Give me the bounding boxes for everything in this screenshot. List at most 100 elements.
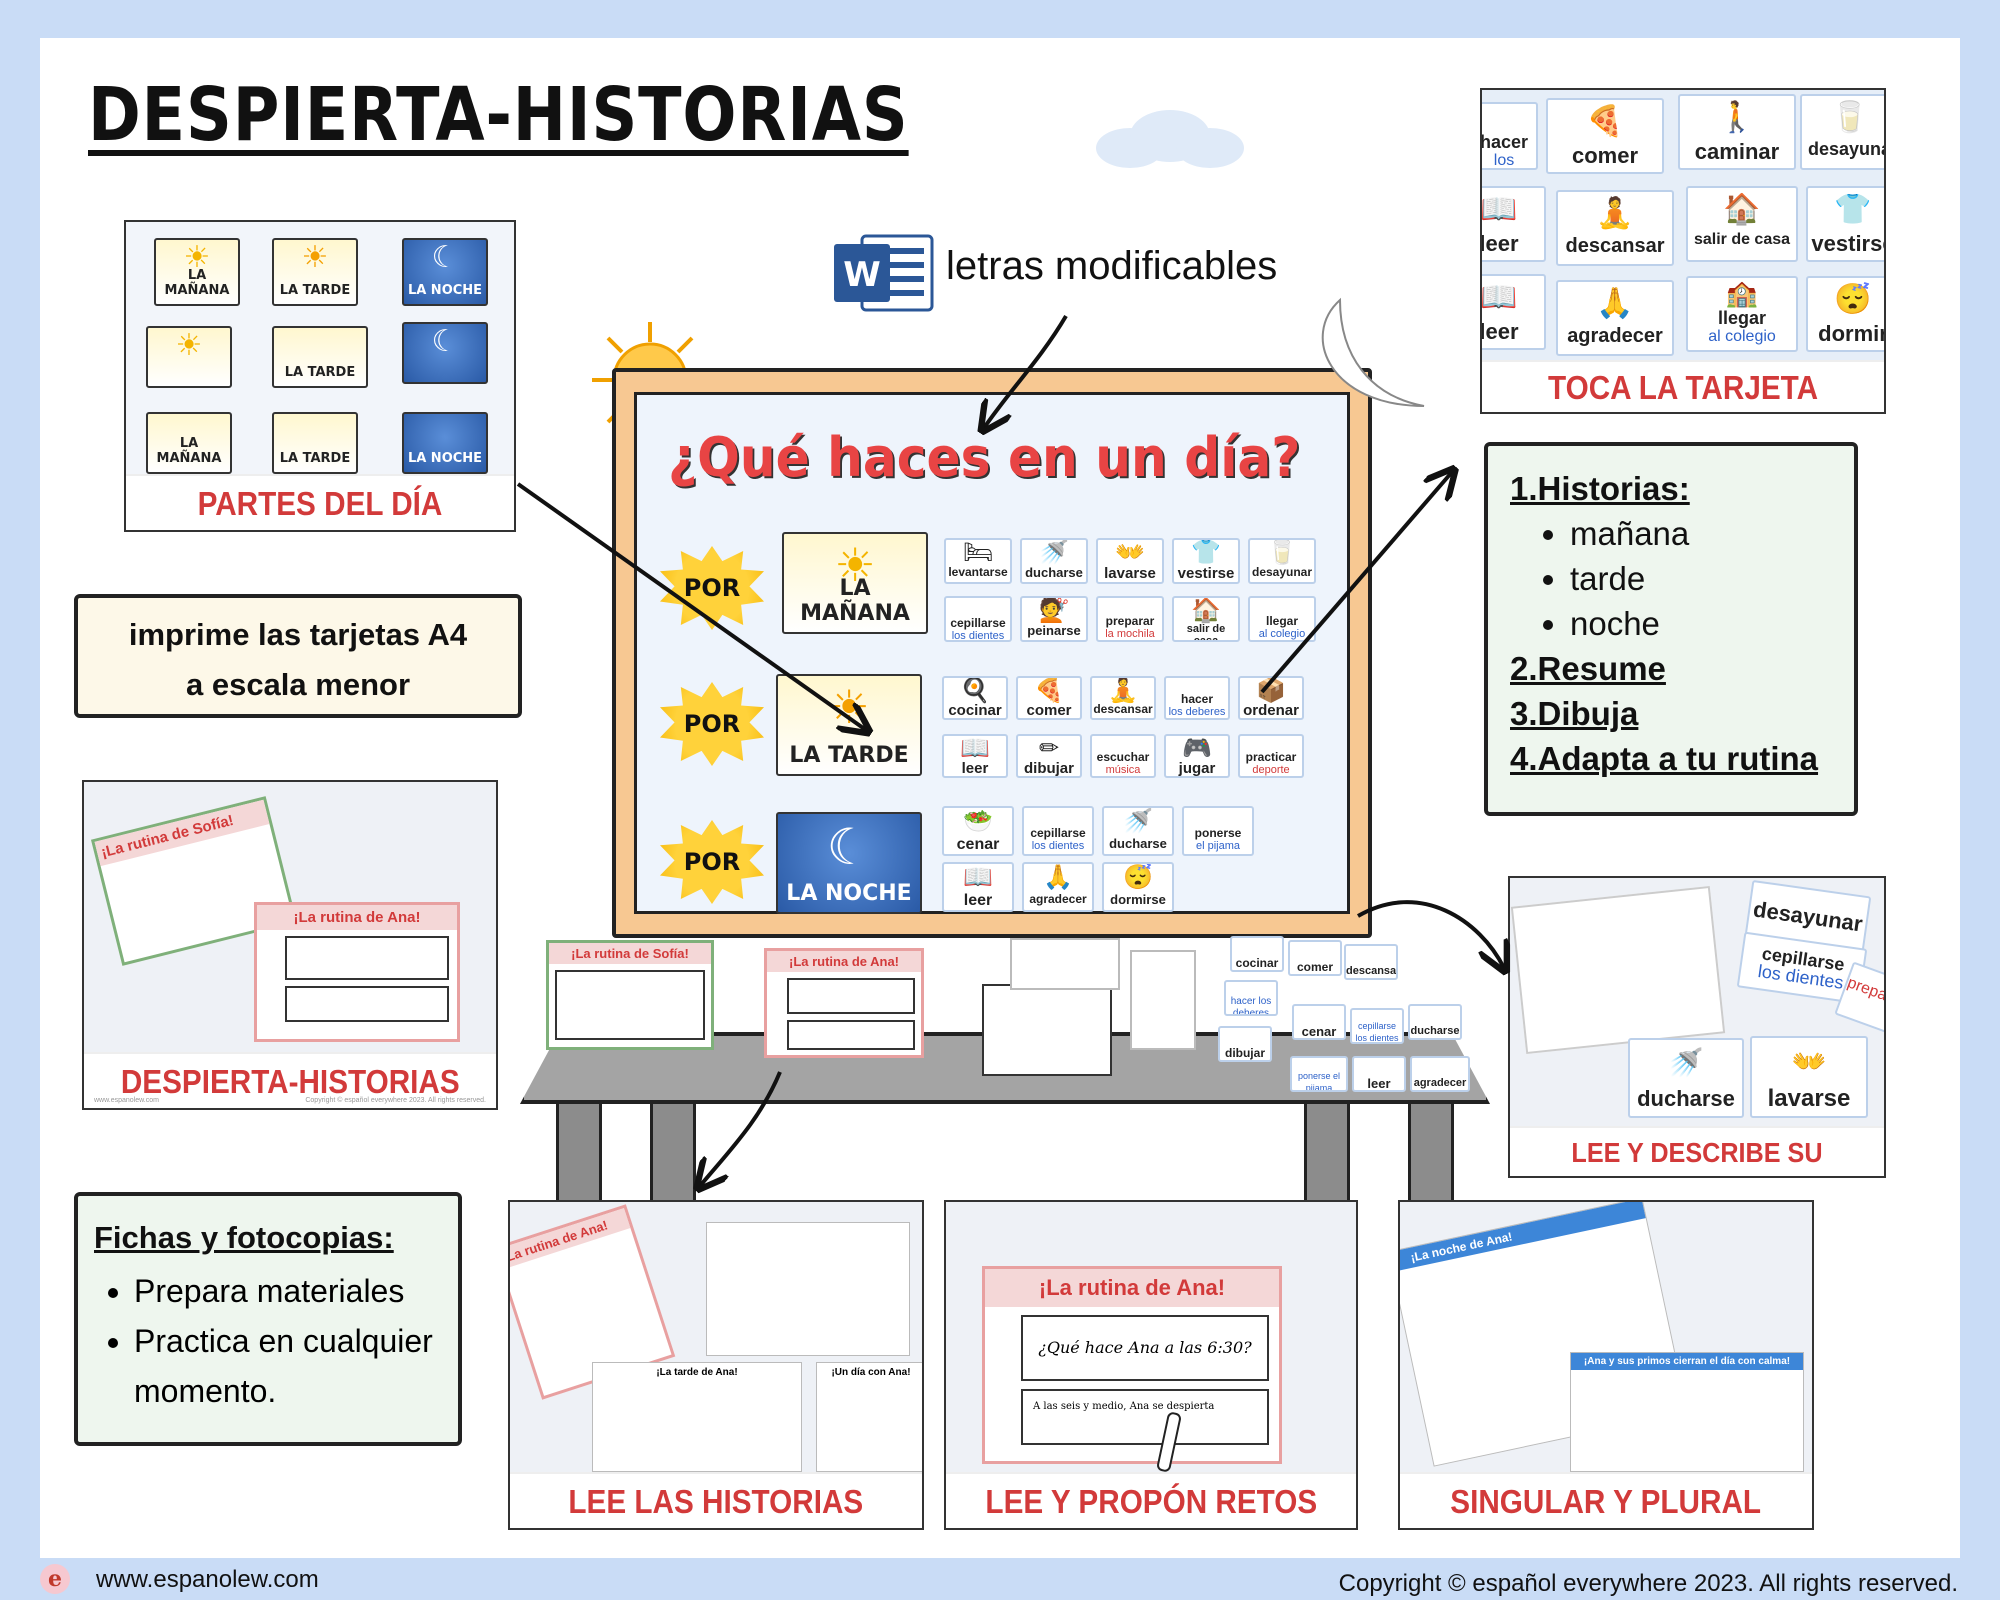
action-card: 🍕comer: [1546, 98, 1664, 174]
action-card: 🙏agradecer: [1556, 280, 1674, 356]
action-card: 👕vestirse: [1172, 538, 1240, 584]
board-part-morning: ☀LA MAÑANA: [782, 532, 928, 634]
print-note: imprime las tarjetas A4 a escala menor: [74, 594, 522, 718]
day-card-afternoon: ☀LA TARDE: [272, 238, 358, 306]
footer-site[interactable]: www.espanolew.com: [96, 1566, 319, 1593]
steps-note: 1.Historias: mañana tarde noche 2.Resume…: [1484, 442, 1858, 816]
table-card: dibujar: [1218, 1026, 1272, 1062]
action-card: 🧘descansar: [1090, 676, 1156, 720]
fichas-list: Prepara materiales Practica en cualquier…: [94, 1266, 442, 1416]
action-card: 💇peinarse: [1020, 596, 1088, 642]
photo-caption: PARTES DEL DÍA: [126, 474, 514, 530]
worksheet-paper: [706, 1222, 910, 1356]
rutina-card-ana: ¡La rutina de Ana! ¿Qué hace Ana a las 6…: [982, 1266, 1282, 1464]
table-card: leer: [1352, 1056, 1406, 1092]
lee-las-historias-photo: ¡La rutina de Ana! ¡La tarde de Ana! ¡Un…: [508, 1200, 924, 1530]
step-1: 1.Historias:: [1510, 470, 1690, 507]
arrow: [984, 314, 1068, 428]
arrow: [516, 482, 866, 730]
day-card-morning: LA MAÑANA: [146, 412, 232, 474]
fichas-heading: Fichas y fotocopias:: [94, 1220, 394, 1255]
step-2: 2.Resume: [1510, 650, 1666, 687]
day-card-afternoon: LA TARDE: [272, 412, 358, 474]
day-card-morning: ☀LA MAÑANA: [154, 238, 240, 306]
photo-caption: SINGULAR Y PLURAL: [1400, 1472, 1812, 1528]
svg-text:W: W: [843, 255, 881, 295]
action-card: 🙏agradecer: [1022, 862, 1094, 912]
table-card: agradecer: [1410, 1056, 1470, 1092]
despierta-historias-photo: ¡La rutina de Sofía! ¡La rutina de Ana! …: [82, 780, 498, 1110]
table-leg: [650, 1104, 696, 1204]
action-card: 📖leer: [942, 734, 1008, 778]
action-card: 🚿ducharse: [1628, 1038, 1744, 1118]
partes-del-dia-photo: ☀LA MAÑANA ☀LA TARDE ☾LA NOCHE ☀ LA TARD…: [124, 220, 516, 532]
action-card: 🥛desayunar: [1800, 94, 1884, 170]
table-sheet-ana: ¡La rutina de Ana!: [764, 948, 924, 1058]
worksheet-paper: ¡Un día con Ana!: [816, 1362, 922, 1472]
day-card-afternoon: LA TARDE: [272, 326, 368, 388]
step-1-item: mañana: [1570, 511, 1832, 556]
table-card: ducharse: [1408, 1004, 1462, 1040]
step-1-list: mañana tarde noche: [1510, 511, 1832, 646]
table-card: cocinar: [1230, 936, 1284, 972]
fichas-note: Fichas y fotocopias: Prepara materiales …: [74, 1192, 462, 1446]
moon-icon: [1300, 296, 1430, 416]
action-card: 🛏levantarse: [944, 538, 1012, 584]
action-card: 👕vestirse: [1806, 186, 1884, 262]
day-card-morning: ☀: [146, 326, 232, 388]
fichas-item: Practica en cualquier momento.: [134, 1316, 442, 1416]
logo-icon: e: [40, 1564, 70, 1594]
day-card-night: LA NOCHE: [402, 412, 488, 474]
action-card: 🏠salir de casa: [1172, 596, 1240, 642]
action-card: 📖leer: [1482, 274, 1546, 350]
table-card: descansar: [1344, 944, 1398, 980]
action-card: 🍕comer: [1016, 676, 1082, 720]
worksheet-paper: [982, 984, 1112, 1076]
footer-copyright: Copyright © español everywhere 2023. All…: [1338, 1570, 1958, 1597]
print-note-line2: a escala menor: [185, 667, 411, 702]
action-card: 🏠salir de casa: [1686, 186, 1798, 262]
photo-caption: TOCA LA TARJETA: [1482, 360, 1884, 412]
cloud-icon: [1090, 108, 1250, 170]
worksheet-paper: ¡Ana y sus primos cierran el día con cal…: [1570, 1352, 1804, 1472]
photo-caption: DESPIERTA-HISTORIAS: [84, 1052, 496, 1108]
table-card: comer: [1288, 940, 1342, 976]
lee-y-propon-retos-photo: ¡La rutina de Ana! ¿Qué hace Ana a las 6…: [944, 1200, 1358, 1530]
table-leg: [556, 1104, 602, 1204]
action-card: ✏dibujar: [1016, 734, 1082, 778]
action-card: 📖leer: [1482, 186, 1546, 262]
table-leg: [1408, 1104, 1454, 1204]
arrow: [1260, 472, 1452, 694]
action-card: 😴dormirse: [1102, 862, 1174, 912]
action-card: 🍳cocinar: [942, 676, 1008, 720]
photo-caption: LEE Y DESCRIBE SU RUTINA: [1510, 1126, 1884, 1176]
step-1-item: tarde: [1570, 556, 1832, 601]
photo-site: www.espanolew.com: [94, 1097, 159, 1104]
word-note-text: letras modificables: [946, 244, 1278, 288]
fichas-item: Prepara materiales: [134, 1266, 442, 1316]
action-card: 🚿ducharse: [1102, 806, 1174, 856]
action-card: 😴dormir: [1806, 276, 1884, 352]
action-card: 📖leer: [942, 862, 1014, 912]
footer-bar: [0, 1560, 2000, 1600]
singular-y-plural-photo: ¡La noche de Ana! ¡Ana y sus primos cier…: [1398, 1200, 1814, 1530]
worksheet-paper: ¡La tarde de Ana!: [592, 1362, 802, 1472]
action-card: 🎮jugar: [1164, 734, 1230, 778]
arrow: [1356, 900, 1504, 968]
worksheet-paper: [1010, 938, 1120, 990]
step-3: 3.Dibuja: [1510, 695, 1639, 732]
action-card: 👐lavarse: [1750, 1036, 1868, 1118]
board-part-night: ☾LA NOCHE: [776, 812, 922, 914]
table-card: hacer los deberes: [1224, 980, 1278, 1016]
photo-caption: LEE LAS HISTORIAS: [510, 1472, 922, 1528]
print-note-line1: imprime las tarjetas A4: [128, 617, 468, 652]
